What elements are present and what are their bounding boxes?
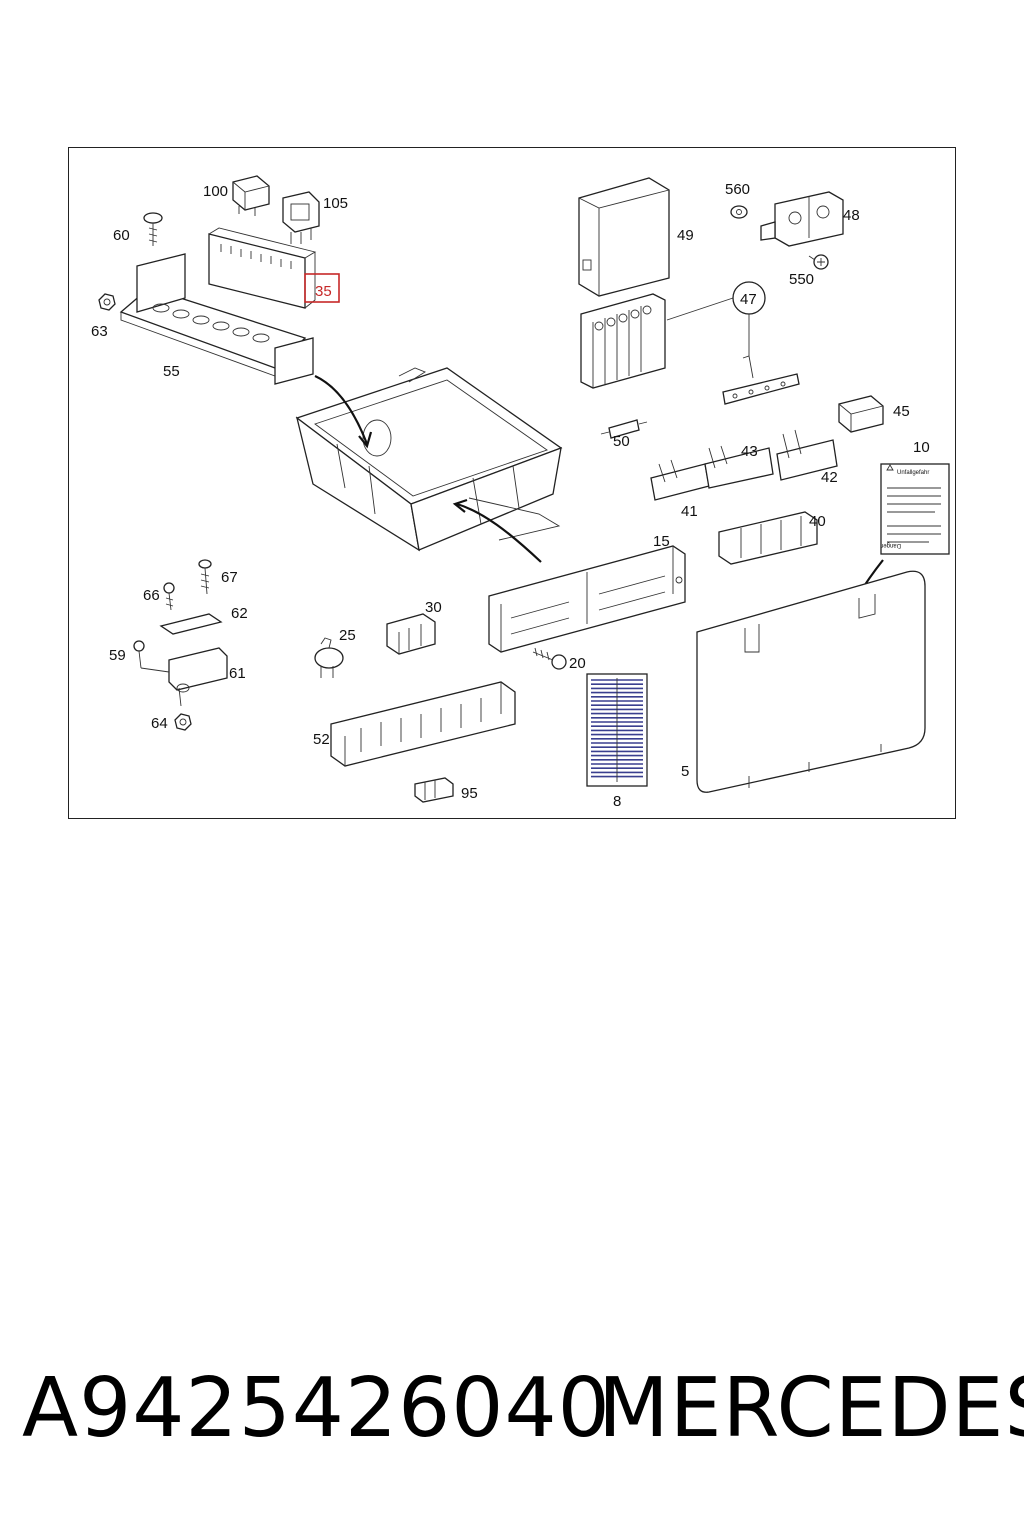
screw-60: [143, 212, 163, 246]
callout-45: 45: [893, 403, 910, 420]
callout-8: 8: [613, 793, 621, 810]
fuse-block-40: [718, 511, 818, 565]
parts-diagram-frame: Unfallgefahr Danger: [68, 147, 956, 819]
callout-35-highlight: [304, 273, 340, 303]
callout-labels: 100 105 60 35 63 55 49 560 48 550 47 50 45 10 43 42 41 40…: [91, 181, 930, 810]
nut-64: [174, 713, 192, 731]
callout-43: 43: [741, 443, 758, 460]
callout-10: 10: [913, 439, 930, 456]
callout-95: 95: [461, 785, 478, 802]
callout-560: 560: [725, 181, 750, 198]
callout-64: 64: [151, 715, 168, 732]
callout-60: 60: [113, 227, 130, 244]
callout-62: 62: [231, 605, 248, 622]
screw-67: [198, 559, 212, 595]
callout-550: 550: [789, 271, 814, 288]
callout-61: 61: [229, 665, 246, 682]
callout-5: 5: [681, 763, 689, 780]
clip-62: [159, 613, 223, 635]
mounting-rail-15: [488, 545, 686, 653]
terminal-block-48: [760, 191, 844, 247]
callout-25: 25: [339, 627, 356, 644]
callout-100: 100: [203, 183, 228, 200]
callout-67: 67: [221, 569, 238, 586]
callout-49: 49: [677, 227, 694, 244]
connector-41: [650, 459, 710, 501]
fuse-50: [600, 419, 648, 439]
connector-42: [776, 429, 838, 481]
callout-59: 59: [109, 647, 126, 664]
screw-66: [163, 582, 175, 611]
fuse-box-housing: [295, 367, 563, 552]
callout-63: 63: [91, 323, 108, 340]
part-number: A9425426040: [22, 1361, 611, 1456]
callout-40: 40: [809, 513, 826, 530]
brand-name: MERCEDES: [598, 1361, 1024, 1456]
fuse-holder-block: [580, 293, 666, 389]
exploded-parts-diagram: Unfallgefahr Danger: [91, 175, 950, 810]
bracket-61: [140, 647, 228, 707]
callout-52: 52: [313, 731, 330, 748]
warning-title-top: Unfallgefahr: [897, 470, 929, 476]
relay-100: [232, 175, 270, 216]
callout-35: 35: [315, 283, 332, 300]
assembly-arrow-right: [456, 502, 542, 563]
leader-47: [666, 297, 734, 321]
callout-20: 20: [569, 655, 586, 672]
connector-43: [704, 445, 774, 489]
callout-15: 15: [653, 533, 670, 550]
washer-560: [730, 205, 748, 219]
callout-47: 47: [740, 291, 757, 308]
nut-63: [98, 293, 116, 311]
relay-carrier-35: [208, 227, 317, 309]
fuse-strip-8: [586, 673, 648, 787]
bracket-plate-55: [119, 253, 314, 385]
cover-5: [696, 570, 926, 793]
relay-socket-30: [386, 613, 436, 655]
callout-50: 50: [613, 433, 630, 450]
warning-title-bottom: Danger: [881, 542, 901, 548]
busbar-47: [722, 355, 800, 405]
callout-30: 30: [425, 599, 442, 616]
screw-59: [133, 640, 145, 669]
relay-45: [838, 395, 884, 433]
assembly-arrow-left-head: [358, 431, 373, 449]
relay-105: [282, 191, 320, 244]
warning-label-10: Unfallgefahr Danger: [880, 463, 950, 555]
screw-550: [808, 254, 829, 270]
assembly-arrow-right-head: [452, 498, 468, 513]
callout-105: 105: [323, 195, 348, 212]
connector-95: [414, 777, 454, 803]
callout-66: 66: [143, 587, 160, 604]
callout-42: 42: [821, 469, 838, 486]
callout-41: 41: [681, 503, 698, 520]
switch-25: [314, 637, 344, 678]
callout-48: 48: [843, 207, 860, 224]
control-module-49: [578, 177, 670, 297]
fuse-carrier-52: [330, 681, 516, 767]
callout-55: 55: [163, 363, 180, 380]
screw-20: [532, 647, 567, 670]
assembly-arrow-left: [314, 375, 369, 445]
